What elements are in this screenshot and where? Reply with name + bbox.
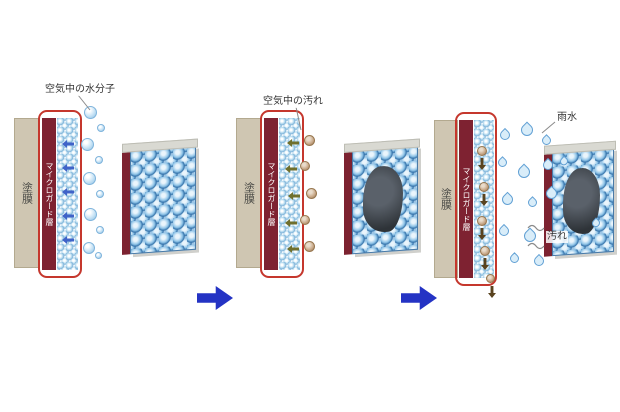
water-molecule (83, 172, 96, 185)
microguard-outline-1 (38, 110, 82, 278)
attraction-arrow (62, 188, 74, 196)
wash-down-arrow (488, 286, 496, 298)
paint-film-bar-2: 塗膜 (236, 118, 262, 268)
dirt-arrow (287, 245, 299, 253)
water-molecule (96, 190, 104, 198)
microguard-outline-3 (455, 112, 497, 286)
dirt-arrow (287, 139, 299, 147)
rain-drop (496, 156, 509, 169)
attraction-arrow (62, 212, 74, 220)
caption-water-molecules: 空気中の水分子 (44, 84, 116, 96)
attraction-arrow (62, 164, 74, 172)
water-molecule (95, 156, 103, 164)
dirt-arrow (288, 192, 300, 200)
dirt-particle (477, 146, 487, 156)
dirt-particle (304, 135, 315, 146)
dirt-particle (479, 182, 489, 192)
water-molecule (81, 138, 94, 151)
dirt-arrow (285, 219, 297, 227)
rain-pointer-line (541, 121, 556, 134)
rain-drop (515, 163, 533, 181)
rain-drop (518, 121, 536, 139)
rain-drop (497, 127, 513, 143)
water-molecule (84, 208, 97, 221)
sphere-face-1 (130, 145, 196, 255)
microguard-outline-2 (260, 110, 304, 278)
flow-arrow-2 (401, 286, 437, 310)
water-molecule (83, 242, 95, 254)
caption-airborne-dirt: 空気中の汚れ (262, 96, 324, 108)
flow-arrow-1 (197, 286, 233, 310)
water-molecule (97, 124, 105, 132)
rain-drop (496, 223, 512, 239)
water-molecule (96, 226, 104, 234)
stain-blob-2 (363, 164, 403, 234)
dirt-particle (300, 161, 310, 171)
dirt-particle (304, 241, 315, 252)
water-molecule (95, 252, 102, 259)
water-molecule (84, 106, 97, 119)
microguard-bar-1: マイクロガード層 (42, 118, 56, 270)
dirt-particle (477, 216, 487, 226)
dirt-squiggle-line (527, 242, 545, 250)
dirt-particle (486, 274, 495, 283)
molecule-block-1 (130, 145, 196, 255)
paint-film-label-1: 塗膜 (20, 182, 34, 204)
rain-drop (508, 252, 521, 265)
paint-film-label-2: 塗膜 (242, 182, 256, 204)
microguard-strip-1 (57, 118, 78, 270)
microguard-label-1: マイクロガード層 (45, 162, 54, 226)
molecule-block-2 (352, 145, 418, 255)
microguard-strip-2 (279, 118, 300, 270)
dirt-arrow (285, 165, 297, 173)
rain-drop (526, 196, 539, 209)
paint-film-label-3: 塗膜 (439, 188, 453, 210)
paint-film-bar-1: 塗膜 (14, 118, 40, 268)
attraction-arrow (62, 236, 74, 244)
microguard-label-2: マイクロガード層 (267, 162, 276, 226)
microguard-bar-3: マイクロガード層 (459, 120, 473, 278)
label-dirt: 汚れ (546, 231, 568, 243)
dirt-particle (306, 188, 317, 199)
dirt-particle (300, 215, 310, 225)
microguard-label-3: マイクロガード層 (462, 167, 471, 231)
paint-film-bar-3: 塗膜 (434, 120, 458, 278)
rain-drop (499, 191, 516, 208)
microguard-bar-2: マイクロガード層 (264, 118, 278, 270)
caption-rainwater: 雨水 (556, 112, 578, 124)
dirt-particle (480, 246, 490, 256)
rain-drop (521, 227, 539, 245)
attraction-arrow (62, 140, 74, 148)
